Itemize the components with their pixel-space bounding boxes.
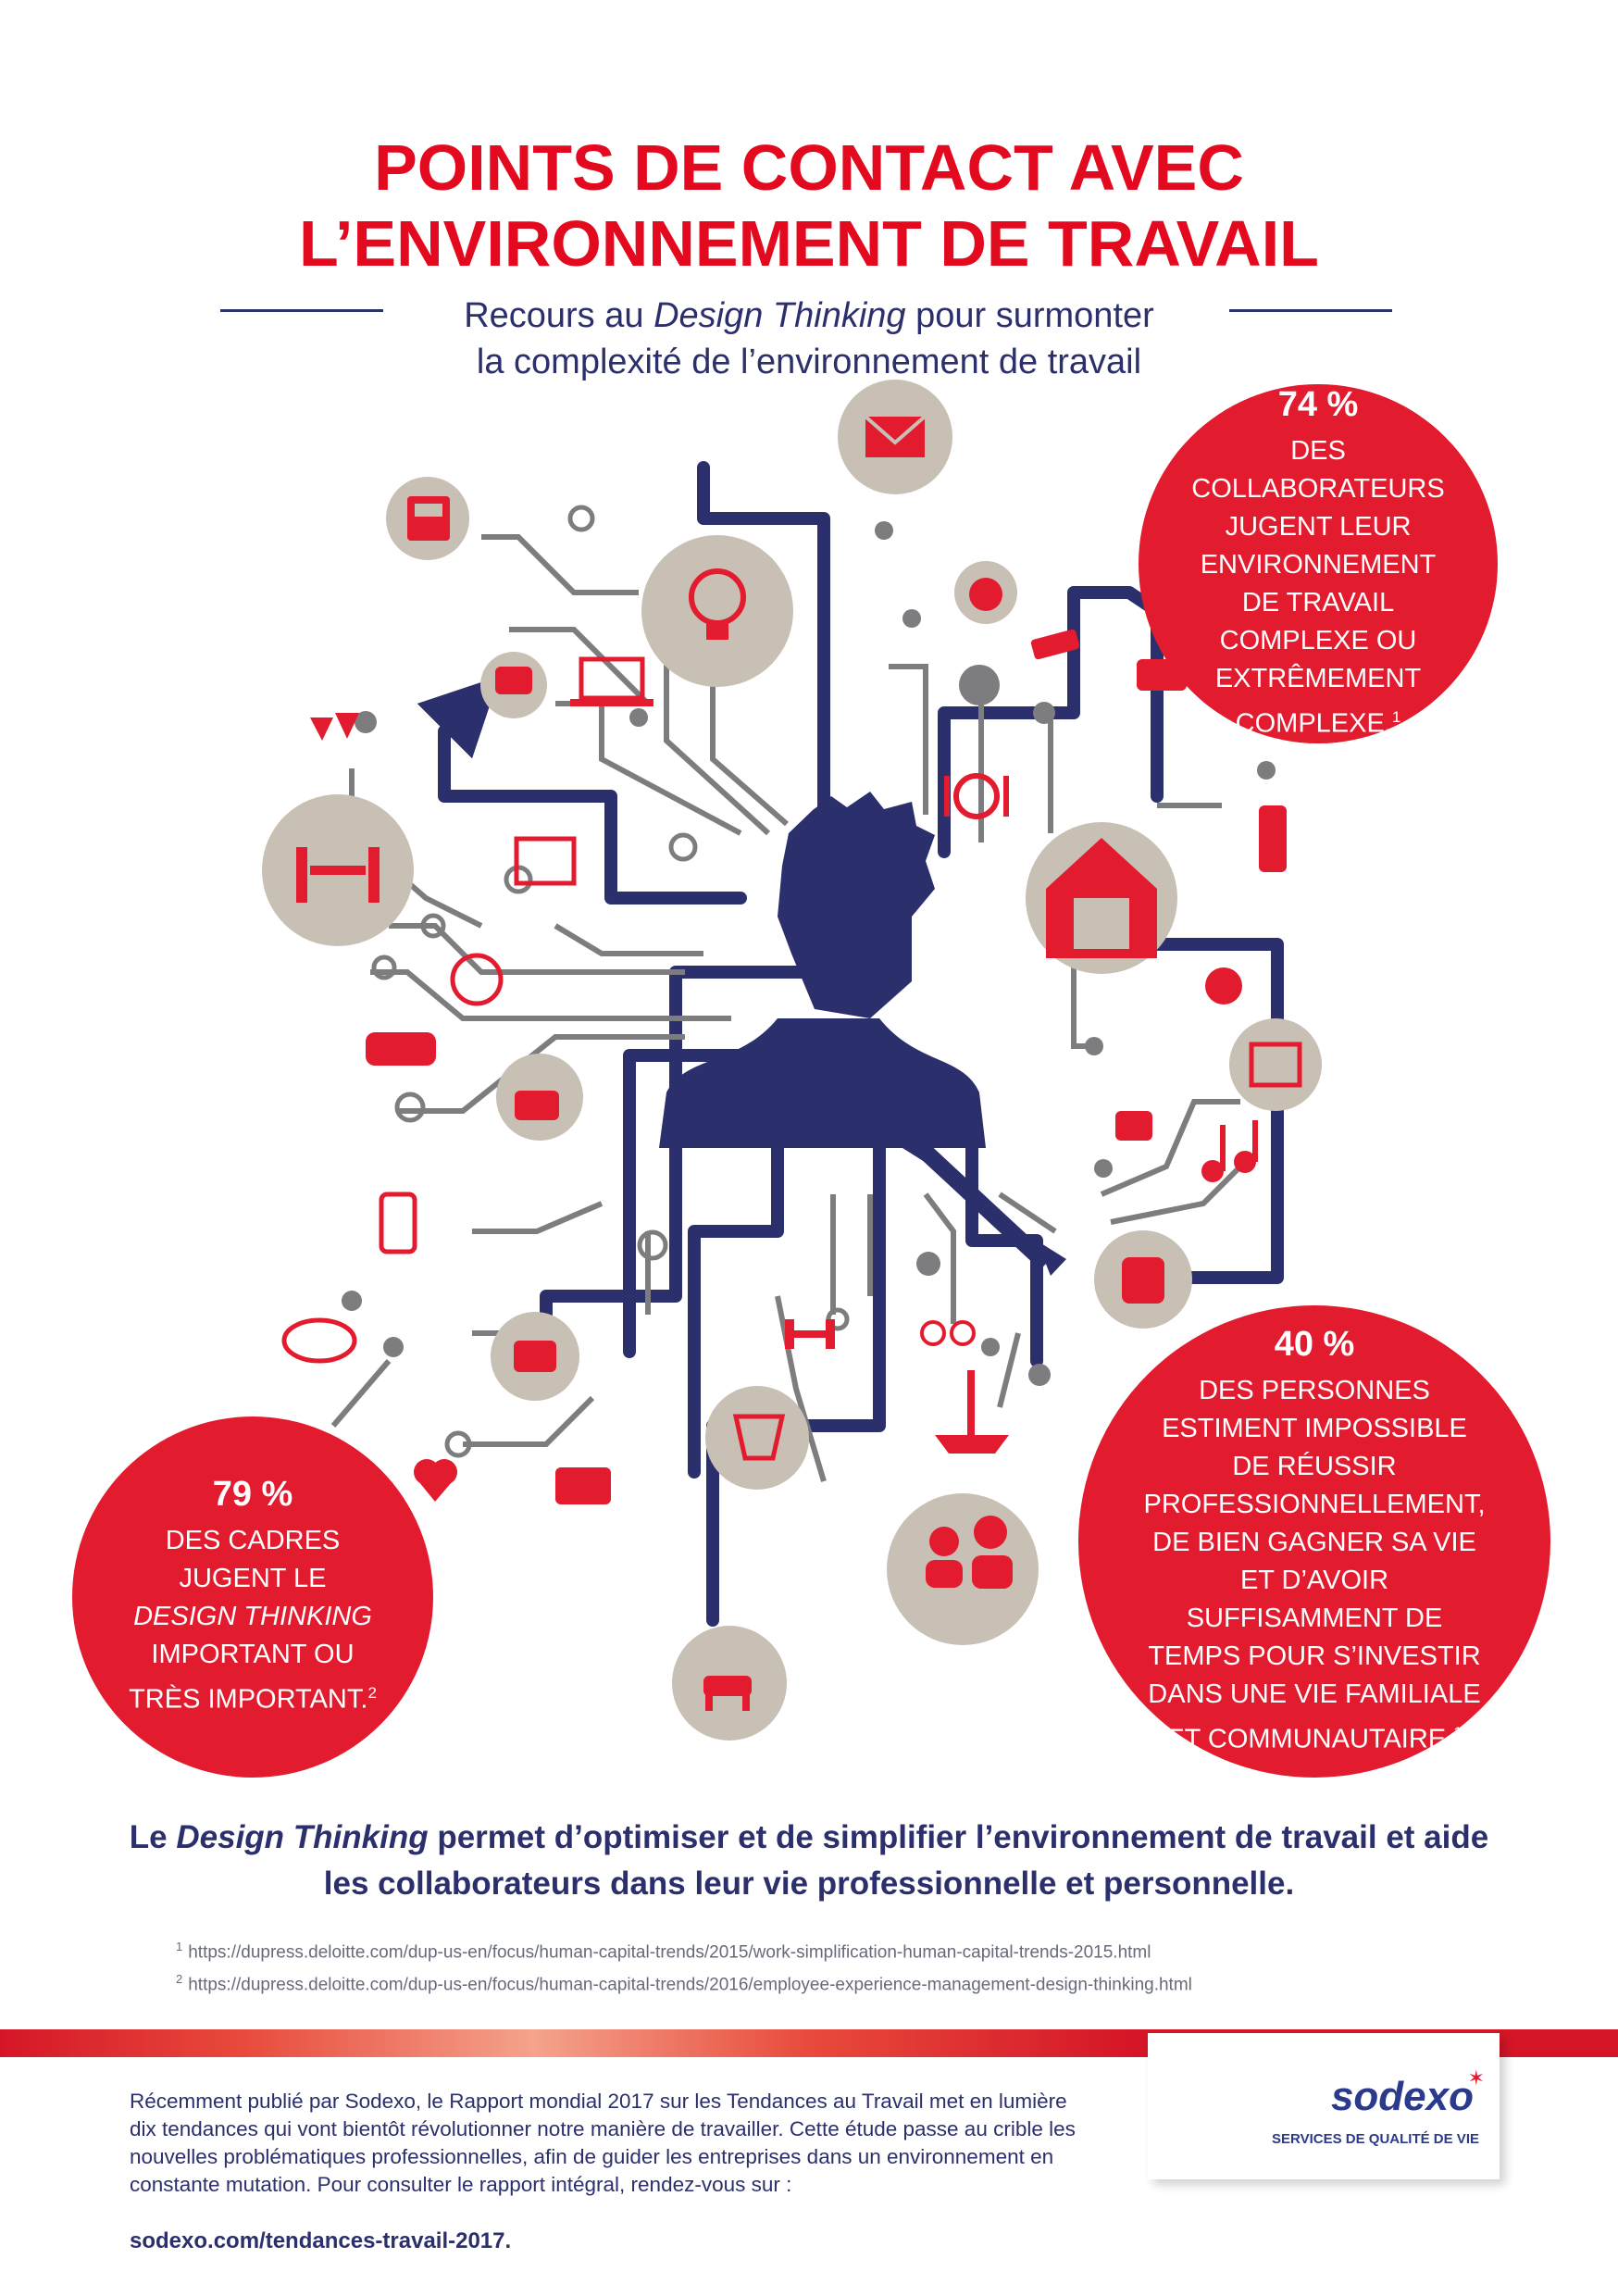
elevator-icon (1249, 1042, 1302, 1088)
person-silhouette-icon (659, 792, 986, 1148)
alarm-clock-icon (969, 578, 1002, 611)
cloud-download-icon (281, 1317, 357, 1364)
sodexo-logo-card: sodexo ✶ SERVICES DE QUALITÉ DE VIE (1148, 2033, 1500, 2179)
footnote-number: 2 (176, 1972, 183, 1986)
report-description: Récemment publié par Sodexo, le Rapport … (130, 2090, 1076, 2196)
traffic-light-icon (1259, 805, 1287, 872)
camera-icon (555, 1467, 611, 1504)
stat-text: DES CADRES JUGENT LE DESIGN THINKING IMP… (129, 1526, 377, 1715)
envelope-icon (864, 415, 927, 457)
title-line-1: POINTS DE CONTACT AVEC (374, 131, 1244, 204)
dumbbell-icon (785, 1319, 835, 1349)
subtitle-rule-right (1229, 309, 1392, 312)
dog-walking-icon (703, 1676, 752, 1711)
restaurant-tables-icon (296, 847, 380, 903)
arrow-bar (910, 1137, 1052, 1270)
cyclist-icon (920, 1320, 976, 1346)
sodexo-tagline: SERVICES DE QUALITÉ DE VIE (1272, 2131, 1479, 2147)
footnote-link[interactable]: https://dupress.deloitte.com/dup-us-en/f… (188, 1975, 1192, 1995)
subtitle: Recours au Design Thinking pour surmonte… (0, 293, 1618, 385)
stat-text: DES COLLABORATEURS JUGENT LEUR ENVIRONNE… (1191, 435, 1445, 739)
smartphone-icon (379, 1192, 417, 1254)
lightbulb-icon (689, 568, 746, 640)
message-icon (514, 1341, 556, 1372)
design-thinking-statement: Le Design Thinking permet d’optimiser et… (129, 1819, 1489, 1902)
subtitle-emphasis: Design Thinking (653, 296, 906, 335)
subtitle-line-2: la complexité de l’environnement de trav… (476, 343, 1142, 381)
meal-plate-icon (944, 773, 1009, 819)
sodexo-logo: sodexo (1330, 2074, 1474, 2119)
coffee-cup-icon (515, 1091, 559, 1120)
chat-bubble-icon (495, 667, 532, 694)
subtitle-post: pour surmonter (905, 296, 1154, 335)
title-line-2: L’ENVIRONNEMENT DE TRAVAIL (299, 207, 1319, 280)
soccer-ball-icon (450, 953, 504, 1006)
atm-icon (407, 496, 450, 541)
red-icons (281, 415, 1302, 1711)
footnote-number: 1 (176, 1940, 183, 1953)
apple-icon (1205, 967, 1242, 1004)
arrow-head-down (1037, 1241, 1066, 1276)
star-icon: ✶ (1467, 2066, 1485, 2090)
stat-text: DES PERSONNES ESTIMENT IMPOSSIBLE DE RÉU… (1143, 1375, 1486, 1754)
car-icon (366, 1032, 436, 1066)
home-family-icon (1046, 838, 1157, 958)
stat-bubble-79: 79 % DES CADRES JUGENT LE DESIGN THINKIN… (72, 1416, 433, 1778)
page-title: POINTS DE CONTACT AVEC L’ENVIRONNEMENT D… (0, 130, 1618, 281)
stat-percent: 40 % (1274, 1324, 1355, 1364)
footer-band-right (1500, 2029, 1618, 2057)
thumbs-up-icon (1115, 1111, 1152, 1141)
palm-island-icon (935, 1370, 1009, 1454)
heart-icon (414, 1459, 457, 1502)
stat-percent: 79 % (212, 1475, 293, 1515)
train-icon (1122, 1257, 1164, 1304)
subtitle-rule-left (220, 309, 383, 312)
people-icon (926, 1516, 1013, 1589)
laptop-icon (570, 656, 653, 706)
shopping-cart-icon (732, 1414, 786, 1461)
subtitle-pre: Recours au (464, 296, 654, 335)
stat-bubble-40: 40 % DES PERSONNES ESTIMENT IMPOSSIBLE D… (1078, 1305, 1550, 1778)
footnote-1: 1 https://dupress.deloitte.com/dup-us-en/… (176, 1940, 1490, 1963)
music-note-icon (1201, 1120, 1258, 1182)
footnote-link[interactable]: https://dupress.deloitte.com/dup-us-en/f… (188, 1942, 1151, 1963)
picture-frame-icon (514, 836, 577, 886)
stat-percent: 74 % (1277, 384, 1359, 424)
footnote-2: 2 https://dupress.deloitte.com/dup-us-en/… (176, 1972, 1490, 1995)
stat-bubble-74: 74 % DES COLLABORATEURS JUGENT LEUR ENVI… (1139, 384, 1498, 743)
wine-glasses-icon (310, 713, 359, 741)
report-link[interactable]: sodexo.com/tendances-travail-2017. (130, 2228, 512, 2253)
security-camera-icon (1030, 629, 1080, 660)
